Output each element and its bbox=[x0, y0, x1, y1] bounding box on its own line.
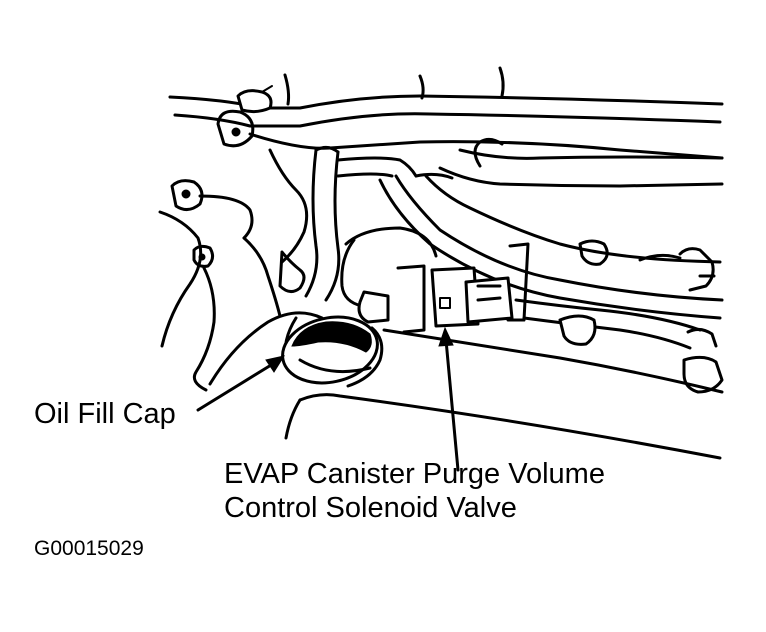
evap-valve-label-line2: Control Solenoid Valve bbox=[224, 492, 517, 524]
oil-fill-cap-label: Oil Fill Cap bbox=[34, 398, 176, 430]
left-bracket bbox=[158, 109, 724, 392]
lower-edges bbox=[284, 328, 724, 460]
solenoid-valve-drawing bbox=[340, 226, 724, 394]
leader-lines bbox=[196, 326, 460, 472]
upper-harness bbox=[168, 66, 724, 128]
hose-bundle bbox=[378, 137, 724, 320]
figure-id: G00015029 bbox=[34, 537, 144, 560]
evap-valve-label-line1: EVAP Canister Purge Volume bbox=[224, 458, 605, 490]
oil-fill-cap-drawing bbox=[208, 311, 384, 388]
central-hose bbox=[278, 145, 418, 302]
